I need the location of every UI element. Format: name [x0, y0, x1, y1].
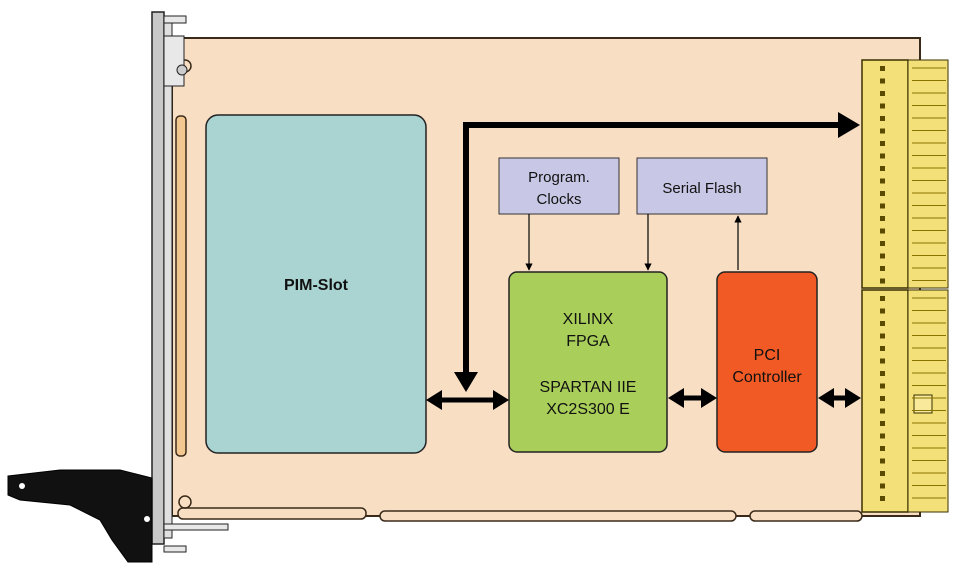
connector-pin: [880, 91, 885, 96]
ejector-handle-icon: [7, 469, 153, 563]
board-bottom-rails: [177, 507, 863, 522]
program-clocks-block: [498, 157, 620, 215]
serial-flash-block: [636, 157, 768, 215]
clocks-label-line2: Clocks: [536, 191, 581, 208]
connector-pin: [880, 278, 885, 284]
connector-pin: [880, 433, 885, 439]
serial-flash-label: Serial Flash: [662, 180, 741, 197]
connector-pin: [880, 483, 885, 489]
fpga-line1: XILINX: [563, 311, 614, 328]
connector-pin: [880, 321, 885, 326]
connector-pin: [880, 308, 885, 314]
connector-pin: [880, 116, 885, 121]
backplane-connector: [861, 59, 949, 513]
connector-pin: [880, 128, 885, 134]
connector-pin: [880, 216, 885, 221]
connector-pin: [880, 496, 885, 501]
connector-pin: [880, 396, 885, 401]
connector-pin: [880, 421, 885, 426]
connector-pin: [880, 371, 885, 376]
connector-pin: [880, 66, 885, 71]
connector-pin: [880, 228, 885, 234]
pci-connector-link: [818, 388, 861, 408]
connector-pin: [880, 458, 885, 464]
connector-pin: [880, 408, 885, 414]
connector-pin: [880, 471, 885, 476]
fpga-line4: XC2S300 E: [546, 401, 630, 418]
pim-fpga-link: [426, 390, 509, 410]
pci-controller-block: [716, 271, 818, 453]
pci-line2: Controller: [732, 369, 802, 386]
connector-pin: [880, 178, 885, 184]
connector-pin: [880, 358, 885, 364]
fpga-pci-link: [668, 388, 717, 408]
connector-pin: [880, 191, 885, 196]
connector-pin: [880, 446, 885, 451]
fpga-line2: FPGA: [566, 333, 610, 350]
connector-pin: [880, 153, 885, 159]
connector-pin: [880, 266, 885, 271]
connector-pin: [880, 141, 885, 146]
connector-pin: [880, 78, 885, 84]
fpga-block: [508, 271, 668, 453]
pim-slot-block: [205, 114, 427, 454]
connector-pin: [880, 166, 885, 171]
connector-pin: [880, 296, 885, 301]
connector-pin: [880, 203, 885, 209]
pim-slot-label: PIM-Slot: [284, 277, 349, 294]
fpga-line3: SPARTAN IIE: [540, 379, 637, 396]
connector-pin: [880, 253, 885, 259]
connector-pin: [880, 383, 885, 389]
internal-bus-arrow: [454, 112, 860, 392]
connector-pin: [880, 103, 885, 109]
clocks-label-line1: Program.: [528, 169, 590, 186]
connector-pin: [880, 333, 885, 339]
ejector-holes: [19, 483, 150, 525]
connector-pin: [880, 346, 885, 351]
connector-pin: [880, 241, 885, 246]
left-edge-strip: [175, 115, 187, 457]
front-panel: [151, 11, 229, 553]
pci-line1: PCI: [754, 347, 781, 364]
